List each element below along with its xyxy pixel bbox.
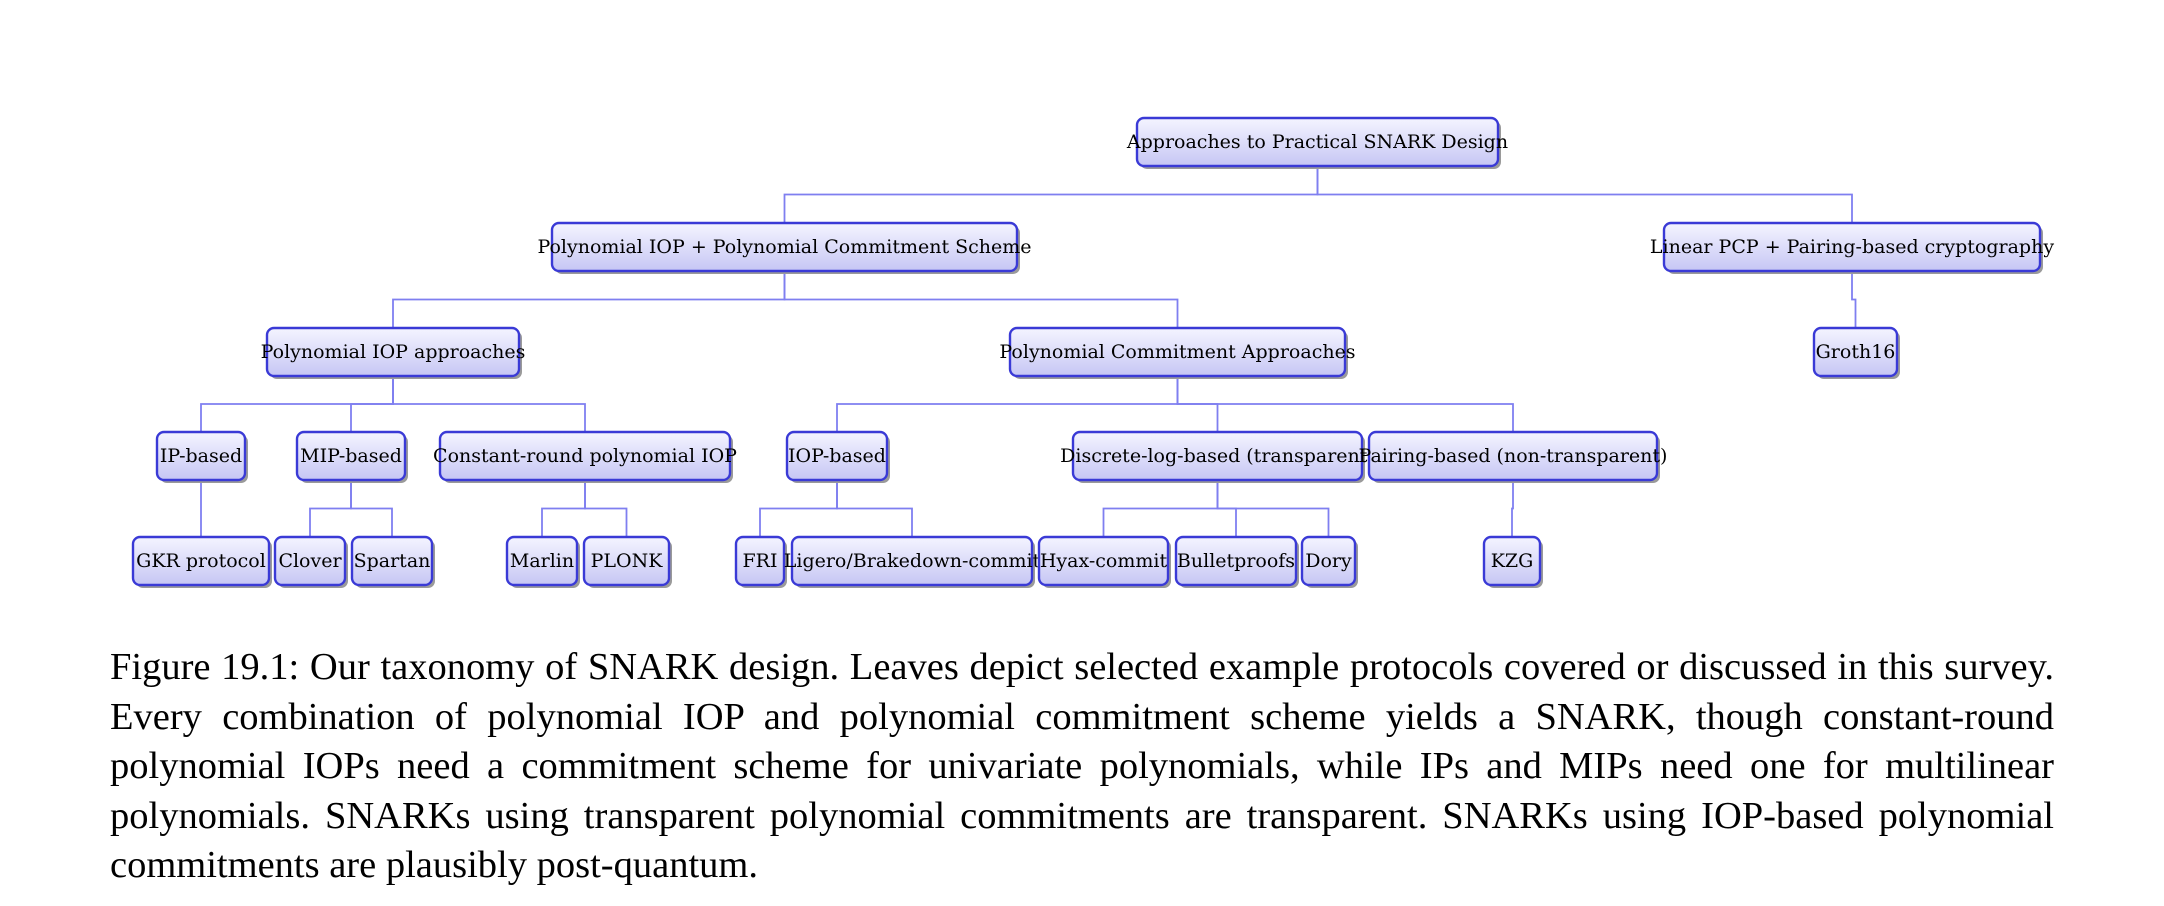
edge-polynomial-iop-polynomial-commitment-scheme-to-polynomial-commitment-approaches — [783, 271, 1179, 328]
node-box — [1071, 430, 1364, 482]
node-label: Ligero/Brakedown-commit — [784, 550, 1041, 572]
node-label: GKR protocol — [136, 550, 266, 572]
node-gkr-protocol: GKR protocol — [131, 535, 272, 588]
edge-iop-based-to-ligero-brakedown-commit — [836, 480, 913, 537]
node-label: Polynomial Commitment Approaches — [999, 341, 1355, 363]
node-ip-based: IP-based — [155, 430, 248, 483]
edge-pairing-based-non-transparent-to-kzg — [1511, 480, 1514, 537]
node-discrete-log-based-transparent: Discrete-log-based (transparent) — [1060, 430, 1375, 483]
edge-polynomial-iop-approaches-to-mip-based — [350, 376, 394, 432]
node-box — [155, 430, 247, 482]
node-mip-based: MIP-based — [295, 430, 408, 483]
node-fri: FRI — [734, 535, 787, 588]
node-box — [1037, 535, 1170, 587]
node-box — [1174, 535, 1298, 587]
edge-polynomial-commitment-approaches-to-iop-based — [836, 376, 1179, 432]
node-polynomial-iop-approaches: Polynomial IOP approaches — [261, 326, 526, 379]
edge-linear-pcp-pairing-based-cryptography-to-groth16 — [1851, 271, 1857, 328]
node-box — [1367, 430, 1659, 482]
node-label: Pairing-based (non-transparent) — [1359, 445, 1668, 467]
node-polynomial-commitment-approaches: Polynomial Commitment Approaches — [999, 326, 1356, 379]
node-approaches-to-practical-snark-design: Approaches to Practical SNARK Design — [1126, 116, 1508, 169]
edge-approaches-to-practical-snark-design-to-polynomial-iop-polynomial-commitment-scheme — [783, 166, 1319, 223]
edge-approaches-to-practical-snark-design-to-linear-pcp-pairing-based-cryptography — [1316, 166, 1853, 223]
node-bulletproofs: Bulletproofs — [1174, 535, 1299, 588]
node-box — [734, 535, 786, 587]
node-label: MIP-based — [300, 445, 402, 467]
node-label: Spartan — [354, 550, 431, 572]
node-label: IP-based — [160, 445, 242, 467]
node-box — [350, 535, 434, 587]
node-dory: Dory — [1300, 535, 1358, 588]
node-box — [790, 535, 1034, 587]
node-box — [273, 535, 347, 587]
node-label: KZG — [1491, 550, 1534, 572]
node-box — [1662, 221, 2042, 273]
node-label: IOP-based — [788, 445, 886, 467]
node-hyax-commit: Hyax-commit — [1037, 535, 1171, 588]
figure-caption: Figure 19.1: Our taxonomy of SNARK desig… — [110, 646, 2054, 886]
edge-discrete-log-based-transparent-to-dory — [1216, 480, 1330, 537]
edge-iop-based-to-fri — [759, 480, 838, 537]
node-ligero-brakedown-commit: Ligero/Brakedown-commit — [784, 535, 1041, 588]
node-polynomial-iop-polynomial-commitment-scheme: Polynomial IOP + Polynomial Commitment S… — [537, 221, 1032, 274]
node-box — [1135, 116, 1500, 168]
node-label: Constant-round polynomial IOP — [433, 445, 737, 467]
node-iop-based: IOP-based — [785, 430, 890, 483]
node-label: Dory — [1305, 550, 1352, 572]
node-label: Discrete-log-based (transparent) — [1060, 445, 1375, 467]
node-box — [582, 535, 671, 587]
node-label: Bulletproofs — [1177, 550, 1295, 572]
node-plonk: PLONK — [582, 535, 672, 588]
node-label: Approaches to Practical SNARK Design — [1126, 131, 1508, 153]
node-clover: Clover — [273, 535, 348, 588]
node-box — [785, 430, 889, 482]
node-box — [1482, 535, 1542, 587]
edge-constant-round-polynomial-iop-to-plonk — [584, 480, 628, 537]
node-pairing-based-non-transparent: Pairing-based (non-transparent) — [1359, 430, 1668, 483]
edge-polynomial-commitment-approaches-to-pairing-based-non-transparent — [1176, 376, 1514, 432]
edge-mip-based-to-spartan — [350, 480, 393, 537]
node-label: Linear PCP + Pairing-based cryptography — [1650, 236, 2054, 258]
node-label: Marlin — [510, 550, 574, 572]
node-box — [1008, 326, 1347, 378]
node-label: Polynomial IOP + Polynomial Commitment S… — [537, 236, 1031, 258]
node-label: Clover — [278, 550, 342, 572]
node-spartan: Spartan — [350, 535, 435, 588]
node-box — [505, 535, 579, 587]
node-label: PLONK — [591, 550, 664, 572]
taxonomy-tree: Approaches to Practical SNARK DesignPoly… — [131, 116, 2054, 588]
edge-polynomial-iop-approaches-to-constant-round-polynomial-iop — [392, 376, 586, 432]
tree-nodes: Approaches to Practical SNARK DesignPoly… — [131, 116, 2054, 588]
node-constant-round-polynomial-iop: Constant-round polynomial IOP — [433, 430, 737, 483]
node-label: Hyax-commit — [1040, 550, 1168, 572]
node-linear-pcp-pairing-based-cryptography: Linear PCP + Pairing-based cryptography — [1650, 221, 2054, 274]
edge-discrete-log-based-transparent-to-hyax-commit — [1102, 480, 1219, 537]
node-marlin: Marlin — [505, 535, 580, 588]
edge-polynomial-iop-polynomial-commitment-scheme-to-polynomial-iop-approaches — [392, 271, 786, 328]
node-box — [265, 326, 521, 378]
node-box — [1300, 535, 1357, 587]
node-kzg: KZG — [1482, 535, 1543, 588]
node-box — [1812, 326, 1899, 378]
node-box — [295, 430, 407, 482]
node-groth16: Groth16 — [1812, 326, 1900, 379]
edge-mip-based-to-clover — [309, 480, 352, 537]
node-box — [550, 221, 1019, 273]
node-box — [438, 430, 732, 482]
node-box — [131, 535, 271, 587]
node-label: FRI — [743, 550, 778, 572]
node-label: Groth16 — [1816, 341, 1896, 363]
node-label: Polynomial IOP approaches — [261, 341, 526, 363]
edge-constant-round-polynomial-iop-to-marlin — [541, 480, 586, 537]
tree-edges — [200, 166, 1857, 537]
